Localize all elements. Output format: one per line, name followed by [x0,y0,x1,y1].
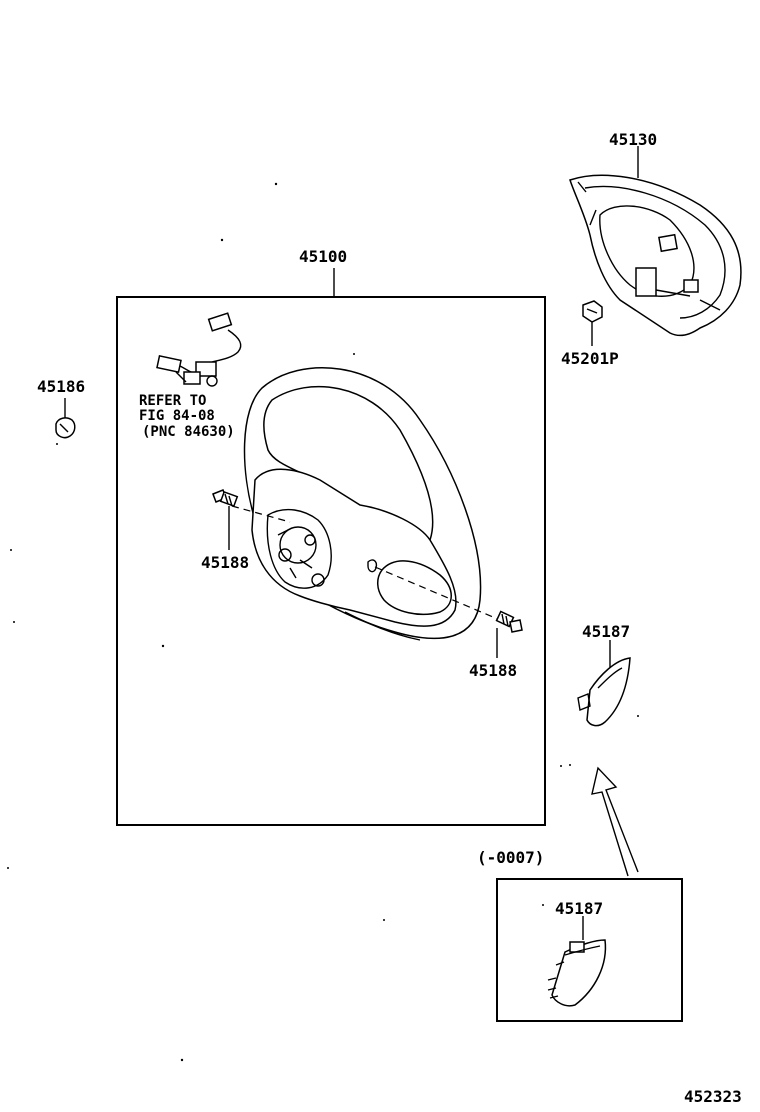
part-label-45187-lower: 45187 [555,899,603,918]
reference-note-line2: FIG 84-08 [139,408,215,424]
nut-45201p [582,300,603,323]
part-label-45187-upper: 45187 [582,622,630,641]
cover-45187-upper [577,657,631,727]
variant-label: (-0007) [477,848,544,867]
part-label-45201p: 45201P [561,349,619,368]
variant-box [496,878,683,1022]
part-label-45130: 45130 [609,130,657,149]
wire-harness-clockspring [156,312,242,387]
part-label-45186: 45186 [37,377,85,396]
part-label-45188-left: 45188 [201,553,249,572]
reference-note-line1: REFER TO [139,393,206,409]
part-label-45188-right: 45188 [469,661,517,680]
clip-45186 [55,417,76,439]
arrow-pointer [591,766,639,877]
steering-wheel-assembly-box [116,296,546,826]
horn-pad-45130 [569,174,742,337]
scan-speckles [7,182,639,1062]
screw-45188-left [212,489,239,508]
figure-id: 452323 [684,1087,742,1106]
screw-45188-right [495,610,523,633]
steering-wheel [231,366,501,641]
reference-note-line3: (PNC 84630) [142,424,235,440]
part-label-45100: 45100 [299,247,347,266]
cover-45187-lower [547,939,607,1007]
